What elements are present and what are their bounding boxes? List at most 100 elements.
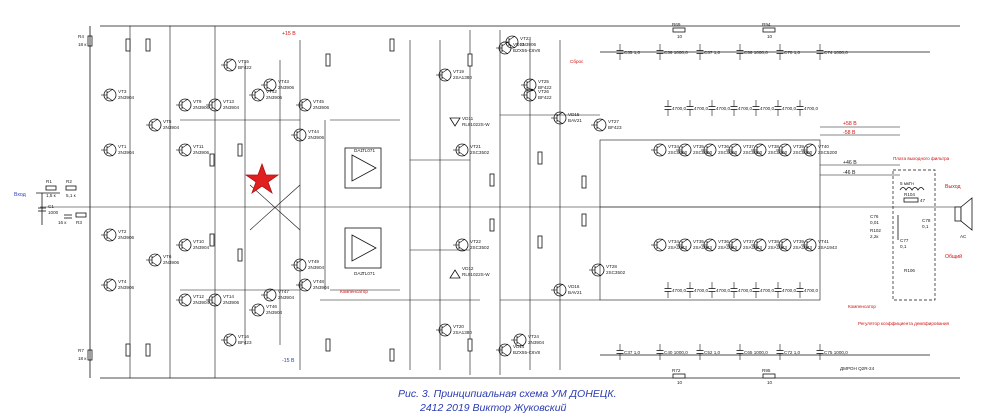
cap-bot-2-label: 4700,0	[716, 288, 730, 293]
feedback-label: Регулятор коэффициента демпфирования	[858, 321, 950, 326]
r95-val: 10	[767, 380, 773, 385]
r104-val: 47	[920, 198, 926, 203]
transistor-upper-1-val: 2N3904	[118, 95, 135, 100]
filter-label: Плата выходного фильтра	[893, 156, 950, 161]
transistor-out-upper-5-ref: VT39	[793, 144, 804, 149]
resistor-15	[489, 218, 495, 232]
cap-bot-3-label: 4700,0	[738, 288, 752, 293]
plus46-label: +46 В	[843, 160, 857, 166]
smallcap-bot-4: C72 1,0	[776, 344, 801, 360]
transistor-center-13-val: BAV21	[568, 290, 582, 295]
vd11-val: RL91022S-W	[462, 122, 490, 127]
cap-bot-4: 4700,0	[752, 282, 774, 298]
resistor-4	[209, 153, 215, 167]
smallcap-bot-0: C37 1,0	[616, 344, 641, 360]
output-stage-frame	[599, 139, 821, 301]
transistor-center-5-ref: VT24	[528, 334, 539, 339]
c77-ref: C77	[900, 238, 909, 243]
transistor-center-7-ref: VT26	[538, 89, 549, 94]
transistor-out-upper-1-ref: VT35	[693, 144, 704, 149]
r94-ref: R94	[762, 22, 771, 27]
transistor-upper-5-val: 2N3904	[223, 105, 240, 110]
smallcap-bot-2: C52 1,0	[696, 344, 721, 360]
compensator-label-2: Компенсатор	[848, 304, 876, 309]
resistor-16	[537, 151, 543, 165]
transistor-upper-2-val: 2N3904	[163, 125, 180, 130]
transistor-upper-6-ref: VT15	[238, 59, 249, 64]
transistor-upper-8-val: 2N3906	[278, 85, 295, 90]
zener-label: ДМРОН Q2R-24	[840, 366, 875, 371]
cap-top-0: 4700,0	[664, 100, 686, 116]
transistor-out-upper-6-ref: VT40	[818, 144, 829, 149]
transistor-lower-5-ref: VT14	[223, 294, 234, 299]
cap-top-1: 4700,0	[686, 100, 708, 116]
transistor-upper-7-ref: VT42	[266, 89, 277, 94]
transistor-upper-4-ref: VT11	[193, 144, 204, 149]
transistor-center-4-ref: VT23	[520, 36, 531, 41]
r94-val: 10	[767, 34, 773, 39]
smallcap-bot-2-label: C52 1,0	[704, 350, 721, 355]
resistor-9	[325, 338, 331, 352]
wiring-grid	[129, 26, 600, 378]
transistor-center-0-val: 2SA1380	[453, 75, 472, 80]
transistor-out-upper-0-ref: VT34	[668, 144, 679, 149]
cap-top-0-label: 4700,0	[672, 106, 686, 111]
transistor-lower-9-ref: VT48	[313, 279, 324, 284]
cap-top-4: 4700,0	[752, 100, 774, 116]
cap-top-5: 4700,0	[774, 100, 796, 116]
transistor-lower-8-ref: VT47	[278, 289, 289, 294]
smallcap-bot-5-label: C75 1000,0	[824, 350, 848, 355]
resistor-3	[145, 343, 151, 357]
transistor-lower-3-val: 2N3904	[193, 245, 210, 250]
transistor-out-upper-2-ref: VT36	[718, 144, 729, 149]
output-lower-transistors: VT342SA1943VT352SA1943VT362SA1943VT372SA…	[651, 238, 837, 252]
r106-ref: R106	[904, 268, 915, 273]
rail-labels: +15 В -15 В +58 В -58 В +46 В -46 В Сбро…	[282, 31, 857, 364]
cap-bot-2: 4700,0	[708, 282, 730, 298]
smallcap-top-5-label: C74 1000,0	[824, 50, 848, 55]
smallcap-bot-0-label: C37 1,0	[624, 350, 641, 355]
c76-val: 0,01	[870, 220, 879, 225]
transistor-upper-8-ref: VT43	[278, 79, 289, 84]
speaker-icon: АС	[954, 197, 973, 239]
smallcap-top-0: C35 1,0	[616, 44, 641, 60]
transistor-lower-3-ref: VT10	[193, 239, 204, 244]
output-filter-board: Плата выходного фильтра 5 мкГн R104 47 C…	[870, 156, 950, 301]
r102-ref: R102	[870, 228, 881, 233]
cap-top-5-label: 4700,0	[782, 106, 796, 111]
smallcap-bot-1: C40 1000,0	[656, 344, 688, 360]
r1-value: 1,5 к	[46, 193, 57, 198]
resistor-6	[237, 143, 243, 157]
resistor-array	[125, 38, 587, 362]
cap-top-6: 4700,0	[796, 100, 818, 116]
resistor-12	[467, 53, 473, 67]
transistor-center-8-ref: VT27	[608, 119, 619, 124]
transistor-out-lower-5-ref: VT39	[793, 239, 804, 244]
opamp-da2: DA2 TL071	[344, 227, 382, 276]
transistor-out-lower-3-ref: VT37	[743, 239, 754, 244]
cap-bot-4-label: 4700,0	[760, 288, 774, 293]
transistor-center-1-ref: VT20	[453, 324, 464, 329]
smallcap-top-1-label: C36 1000,0	[664, 50, 688, 55]
cap-top-6-label: 4700,0	[804, 106, 818, 111]
da2-val: TL071	[362, 271, 375, 276]
resistor-7	[237, 248, 243, 262]
smallcap-top-3-label: C56 1000,0	[744, 50, 768, 55]
